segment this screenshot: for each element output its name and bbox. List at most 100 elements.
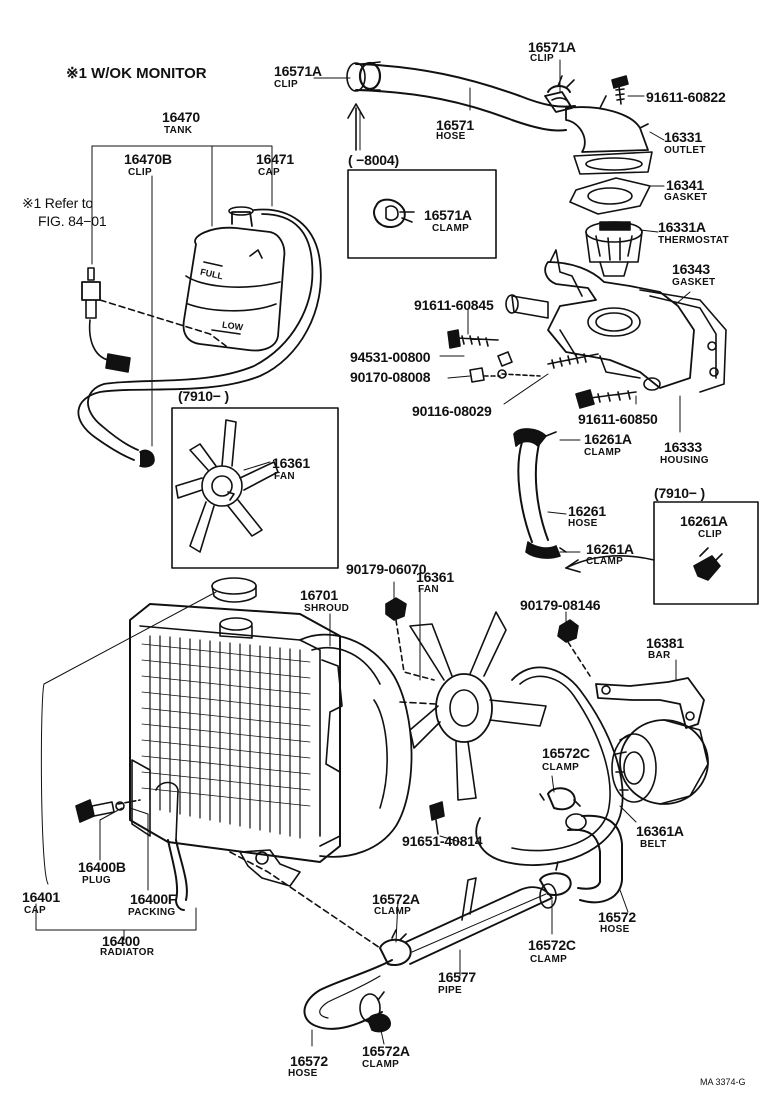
fan-16361-name: FAN (418, 584, 439, 595)
clip-16470b-name: CLIP (128, 167, 152, 178)
hose-16571-number: 16571 (436, 117, 474, 133)
clamp-16572c-bottom-art (539, 861, 572, 896)
bolt-90179-06070-number: 90179-06070 (346, 561, 427, 577)
clip-inset-part-name: CLIP (698, 529, 722, 540)
clamp-16261a-bottom-name: CLAMP (586, 556, 624, 567)
clamp-16572a-bottom-name: CLAMP (362, 1059, 400, 1070)
clamp-16572c-top-number: 16572C (542, 745, 590, 761)
clamp-16261a-top-number: 16261A (584, 431, 632, 447)
clip-16571a-left-name: CLIP (274, 79, 298, 90)
radiator-cap-art (211, 577, 257, 603)
lower-hose-right-art (565, 813, 623, 904)
gasket-16341-number: 16341 (666, 177, 704, 193)
clip-16470b-number: 16470B (124, 151, 172, 167)
stud-90116-08029-number: 90116-08029 (412, 403, 492, 419)
monitor-note: ※1 W/OK MONITOR (66, 65, 207, 82)
bar-16381-number: 16381 (646, 635, 684, 651)
alternator-art (611, 719, 709, 805)
thermostat-16331a-number: 16331A (658, 219, 706, 235)
clip-pointer-arrow (565, 555, 655, 573)
pipe-16577-name: PIPE (438, 985, 462, 996)
clamp-inset-part-number: 16571A (424, 207, 472, 223)
clip-16571a-left-number: 16571A (274, 63, 322, 79)
clamp-16261a-top-name: CLAMP (584, 447, 622, 458)
gasket-16343-name: GASKET (672, 277, 716, 288)
refer-note-line1: ※1 Refer to (22, 195, 94, 211)
clip-inset-part-number: 16261A (680, 513, 728, 529)
level-sensor-art (81, 267, 227, 373)
hose-16572-bottom-name: HOSE (288, 1068, 318, 1079)
cooling-fan-art (399, 611, 547, 801)
clamp-inset-part-name: CLAMP (432, 223, 470, 234)
hose-16261-name: HOSE (568, 518, 598, 529)
clamp-inset-art (347, 169, 497, 259)
plug-16400b-name: PLUG (82, 875, 111, 886)
clamp-16572a-top-art (379, 929, 412, 966)
reservoir-tank-art (182, 206, 286, 352)
cap-16471-number: 16471 (256, 151, 294, 167)
fan-nut-art (385, 597, 435, 681)
overflow-tube-art (77, 208, 322, 468)
gasket-16341-art (569, 177, 651, 215)
bolt-91651-40814-number: 91651-40814 (402, 833, 483, 849)
fan-16361-inset-name: FAN (274, 471, 295, 482)
radiator-16400-name: RADIATOR (100, 947, 155, 958)
radiator-art (129, 603, 341, 911)
belt-16361a-name: BELT (640, 839, 667, 850)
hose-16572-right-name: HOSE (600, 924, 630, 935)
hose-16571-name: HOSE (436, 131, 466, 142)
belt-16361a-number: 16361A (636, 823, 684, 839)
gasket-16341-name: GASKET (664, 192, 708, 203)
bypass-hose-art (513, 428, 567, 559)
hose-16572-bottom-number: 16572 (290, 1053, 328, 1069)
clamp-16572a-bottom-number: 16572A (362, 1043, 410, 1059)
water-outlet-art (565, 95, 653, 175)
outlet-16331-name: OUTLET (664, 145, 706, 156)
nut-90179-08146-number: 90179-08146 (520, 597, 601, 613)
clip-16571a-right-art (547, 75, 575, 93)
clamp-16572c-bottom-name: CLAMP (530, 954, 568, 965)
radiator-16400-number: 16400 (102, 933, 140, 949)
adjusting-bar-art (595, 677, 705, 729)
clamp-16572c-top-name: CLAMP (542, 762, 580, 773)
pipe-16577-number: 16577 (438, 969, 476, 985)
outlet-16331-number: 16331 (664, 129, 702, 145)
fan-16361-number: 16361 (416, 569, 454, 585)
clamp-16572a-bottom-art (367, 991, 391, 1033)
shroud-16701-name: SHROUD (304, 603, 350, 614)
refer-note-line2: FIG. 84−01 (38, 213, 107, 229)
thermostat-art (585, 221, 643, 277)
clamp-16572c-top-art (539, 787, 581, 811)
shroud-16701-number: 16701 (300, 587, 338, 603)
tank-16470-number: 16470 (162, 109, 200, 125)
thermostat-16331a-name: THERMOSTAT (658, 235, 729, 246)
housing-16333-name: HOUSING (660, 455, 709, 466)
packing-16400f-number: 16400F (130, 891, 177, 907)
inset-pointer-arrow (347, 103, 365, 151)
housing-16333-number: 16333 (664, 439, 702, 455)
clip-inset-range: (7910− ) (654, 485, 705, 501)
cap-16471-name: CAP (258, 167, 281, 178)
fan-16361-inset-number: 16361 (272, 455, 310, 471)
clamp-16572c-bottom-number: 16572C (528, 937, 576, 953)
bolt-91611-60845-number: 91611-60845 (414, 297, 494, 313)
bolt-91611-60850-number: 91611-60850 (578, 411, 658, 427)
fan-inset-range: (7910− ) (178, 388, 229, 404)
housing-fasteners-art (447, 329, 637, 409)
packing-16400f-name: PACKING (128, 907, 176, 918)
clamp-16572a-top-name: CLAMP (374, 906, 412, 917)
clamp-16261a-bottom-number: 16261A (586, 541, 634, 557)
bar-16381-name: BAR (648, 650, 671, 661)
bolt-94531-00800-number: 94531-00800 (350, 349, 431, 365)
clip-16571a-right-name: CLIP (530, 53, 554, 64)
upper-hose-art (346, 61, 576, 132)
clip-inset-art (653, 501, 759, 605)
fan-inset-art (171, 407, 339, 569)
tank-16470-name: TANK (164, 125, 193, 136)
fan-shroud-art (299, 633, 413, 858)
thermostat-housing-art (505, 249, 727, 393)
water-pipe-art (405, 877, 557, 965)
bar-nut-art (557, 619, 591, 677)
drive-belt-art (475, 666, 624, 866)
bolt-91611-60822-number: 91611-60822 (646, 89, 726, 105)
